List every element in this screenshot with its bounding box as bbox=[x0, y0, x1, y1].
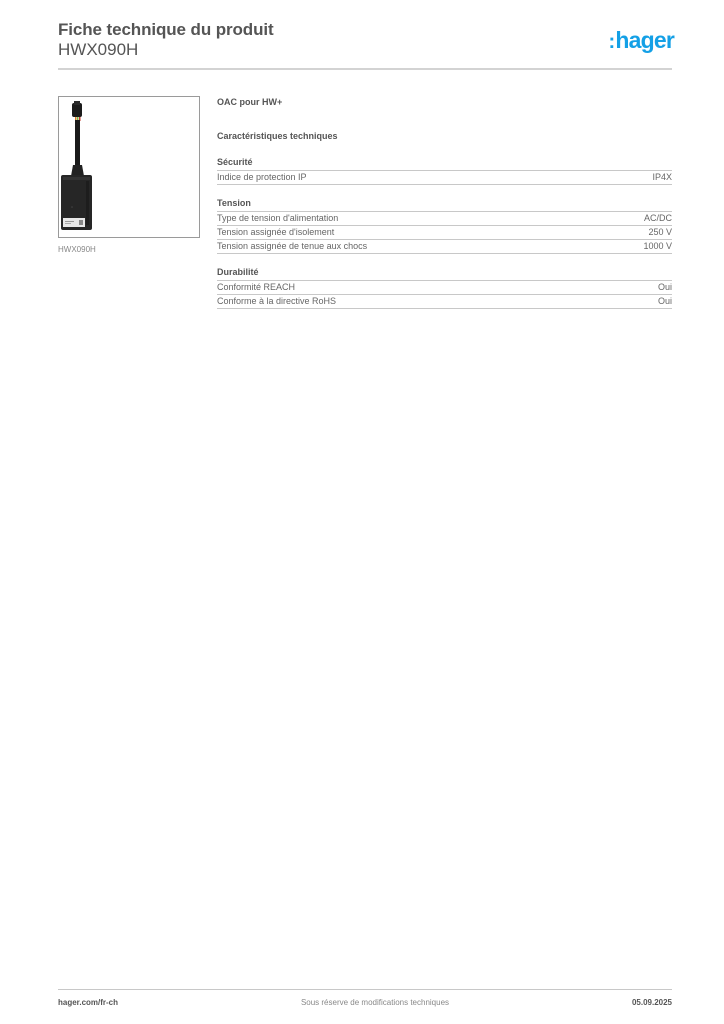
spec-content: OAC pour HW+ Caractéristiques techniques… bbox=[217, 96, 672, 309]
spec-row: Tension assignée de tenue aux chocs 1000… bbox=[217, 240, 672, 254]
product-reference: HWX090H bbox=[58, 40, 139, 59]
spec-value: 250 V bbox=[648, 227, 672, 237]
spec-label: Conforme à la directive RoHS bbox=[217, 296, 337, 306]
product-photo-icon bbox=[61, 101, 92, 230]
spec-label: Indice de protection IP bbox=[217, 172, 307, 182]
product-image-caption: HWX090H bbox=[58, 245, 96, 254]
spec-value: IP4X bbox=[652, 172, 672, 182]
footer-date: 05.09.2025 bbox=[631, 998, 672, 1007]
page-footer: hager.com/fr-ch Sous réserve de modifica… bbox=[58, 998, 672, 1007]
product-image bbox=[58, 96, 200, 238]
spec-value: Oui bbox=[657, 282, 672, 292]
spec-value: 1000 V bbox=[643, 241, 672, 251]
page-title: Fiche technique du produit bbox=[58, 20, 274, 39]
spec-row: Tension assignée d'isolement 250 V bbox=[217, 226, 672, 240]
spec-label: Type de tension d'alimentation bbox=[217, 213, 339, 223]
footer-disclaimer: Sous réserve de modifications techniques bbox=[300, 998, 450, 1007]
spec-row: Conformité REACH Oui bbox=[217, 281, 672, 295]
page-header: Fiche technique du produit HWX090H bbox=[58, 20, 672, 60]
footer-website-link[interactable]: hager.com/fr-ch bbox=[58, 998, 119, 1007]
spec-group-durabilite: Durabilité Conformité REACH Oui Conforme… bbox=[217, 266, 672, 309]
group-title: Durabilité bbox=[217, 266, 672, 281]
logo-colon: : bbox=[608, 31, 615, 53]
spec-row: Type de tension d'alimentation AC/DC bbox=[217, 212, 672, 226]
spec-row: Conforme à la directive RoHS Oui bbox=[217, 295, 672, 309]
product-name: OAC pour HW+ bbox=[217, 97, 283, 107]
group-title: Sécurité bbox=[217, 156, 672, 171]
logo-text: hager bbox=[615, 27, 674, 53]
spec-group-tension: Tension Type de tension d'alimentation A… bbox=[217, 197, 672, 254]
section-title: Caractéristiques techniques bbox=[217, 131, 338, 141]
header-divider bbox=[58, 68, 672, 70]
hager-logo: :hager bbox=[608, 27, 674, 55]
spec-label: Tension assignée d'isolement bbox=[217, 227, 335, 237]
spec-row: Indice de protection IP IP4X bbox=[217, 171, 672, 185]
spec-value: Oui bbox=[657, 296, 672, 306]
spec-label: Tension assignée de tenue aux chocs bbox=[217, 241, 368, 251]
spec-group-securite: Sécurité Indice de protection IP IP4X bbox=[217, 156, 672, 185]
spec-label: Conformité REACH bbox=[217, 282, 296, 292]
group-title: Tension bbox=[217, 197, 672, 212]
spec-value: AC/DC bbox=[643, 213, 672, 223]
footer-divider bbox=[58, 989, 672, 990]
